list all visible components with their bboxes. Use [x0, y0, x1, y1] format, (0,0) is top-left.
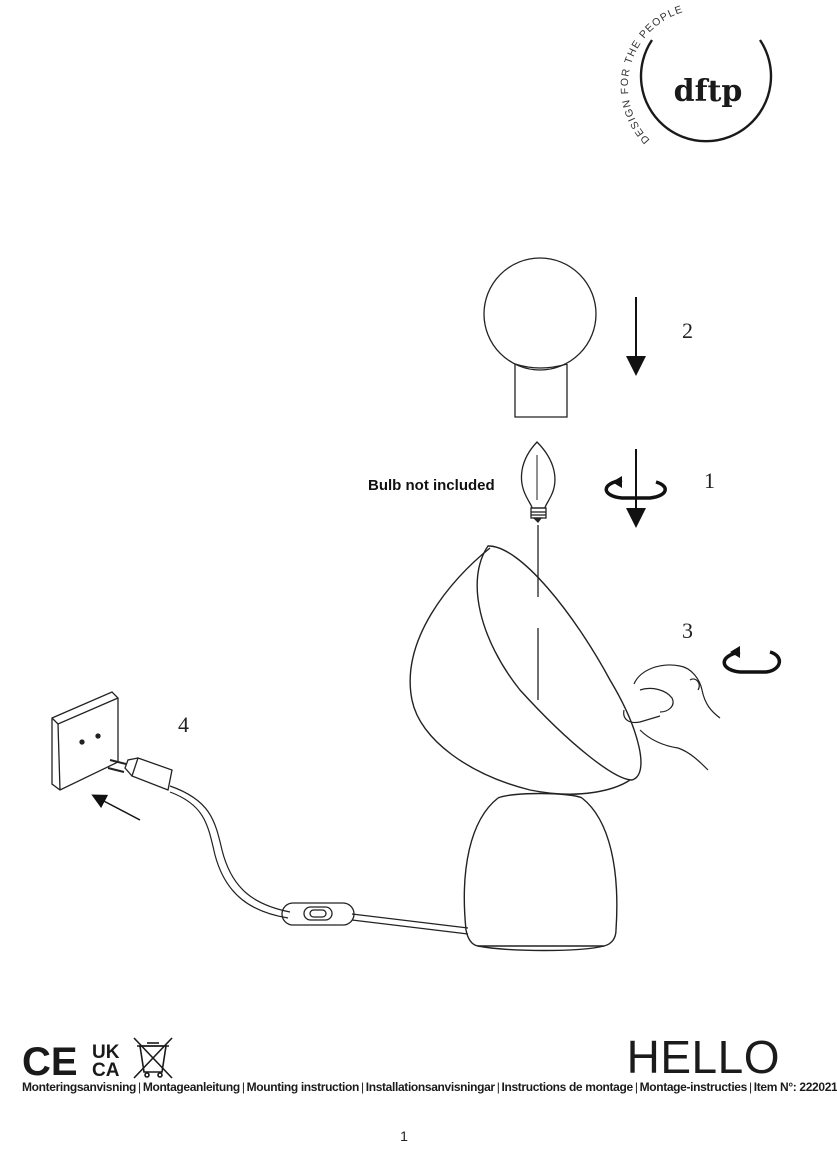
- step-3-label: 3: [682, 618, 693, 643]
- certification-marks: CE UK CA: [22, 1037, 173, 1084]
- inline-switch: [281, 902, 355, 926]
- step-2-label: 2: [682, 318, 693, 343]
- bulb-icon: [520, 441, 556, 523]
- footer-item: Mounting instruction: [246, 1080, 360, 1094]
- glass-globe: [483, 257, 597, 418]
- rotate-icon: [722, 646, 781, 674]
- hand-icon: [623, 664, 721, 771]
- bulb-note: Bulb not included: [368, 477, 495, 494]
- ukca-mark-bottom: CA: [92, 1060, 120, 1081]
- footer-item: Instructions de montage: [501, 1080, 634, 1094]
- lamp-shade: [409, 525, 642, 795]
- lamp-base: [463, 792, 618, 952]
- footer-item: Monteringsanvisning: [22, 1080, 137, 1094]
- assembly-illustration: DESIGN FOR THE PEOPLE dftp 2 Bulb not in…: [22, 3, 781, 1084]
- product-name: HELLO: [626, 1031, 780, 1083]
- step-4-label: 4: [178, 712, 189, 737]
- logo-brand-text: dftp: [674, 74, 743, 109]
- rotate-down-icon: [604, 449, 667, 528]
- brand-logo: DESIGN FOR THE PEOPLE dftp: [619, 3, 773, 146]
- wall-socket: [51, 691, 119, 791]
- weee-bin-icon: [133, 1037, 173, 1079]
- footer-item: Montage-instructies: [639, 1080, 748, 1094]
- ce-mark: CE: [22, 1040, 78, 1084]
- footer-item: Installationsanvisningar: [365, 1080, 495, 1094]
- page-number: 1: [400, 1128, 408, 1144]
- logo-ring: [639, 39, 773, 143]
- step-1-label: 1: [704, 468, 715, 493]
- footer-item: Montageanleitung: [142, 1080, 240, 1094]
- plug-in-arrow-icon: [91, 794, 141, 821]
- ukca-mark-top: UK: [92, 1042, 120, 1063]
- power-cable: [169, 785, 469, 935]
- footer-item-number: Item N°: 222021: [753, 1080, 837, 1094]
- footer-instructions: Monteringsanvisning|Montageanleitung|Mou…: [22, 1080, 837, 1094]
